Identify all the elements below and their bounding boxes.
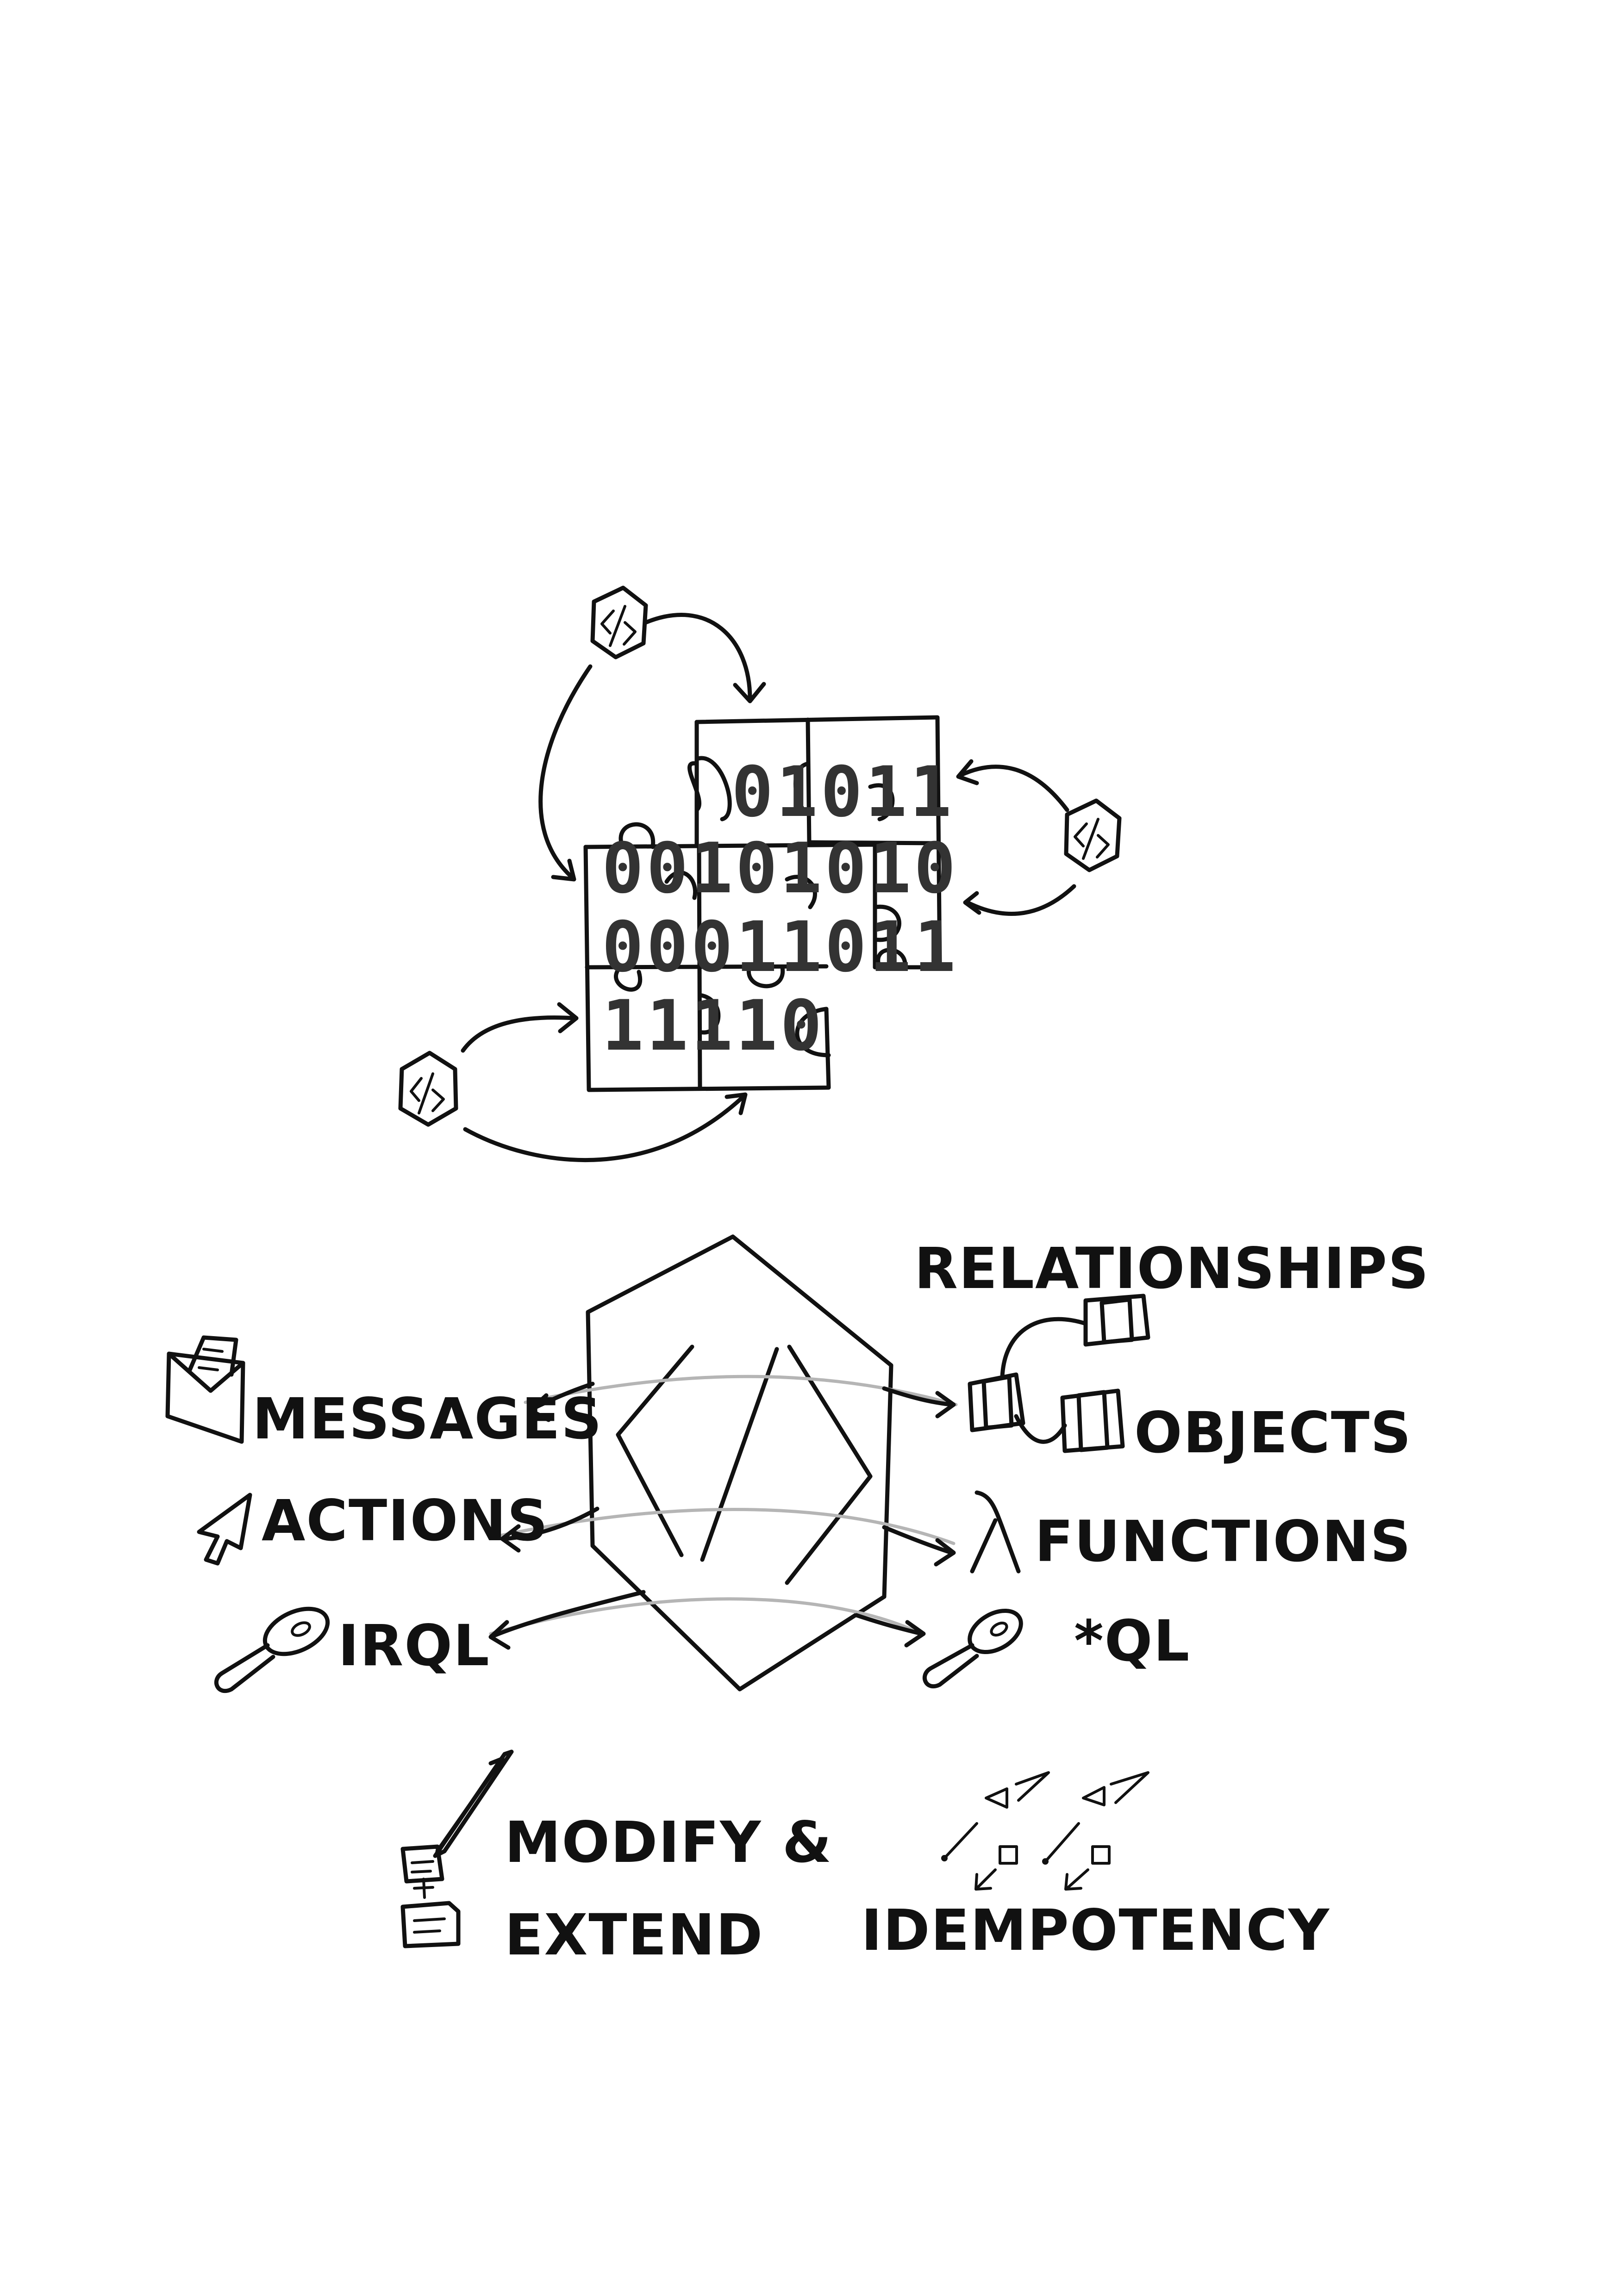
cube-icon [1060, 1388, 1125, 1453]
magnifier-icon [214, 1606, 330, 1693]
label-idempotency: IDEMPOTENCY [861, 1898, 1330, 1963]
label-objects: OBJECTS [1134, 1400, 1412, 1466]
center-arrows [488, 1381, 956, 1650]
cube-links [1000, 1317, 1088, 1444]
label-modify: MODIFY & [505, 1810, 833, 1875]
label-star-ql: *QL [1074, 1608, 1191, 1674]
label-irql: IRQL [338, 1613, 490, 1679]
code-hexagon-icon [1064, 798, 1122, 872]
flow-arrows-icon [941, 1771, 1149, 1891]
cube-icon [1083, 1294, 1150, 1347]
pen-icon [400, 1749, 514, 1948]
bit-row: 00011011 [602, 907, 959, 988]
magnifier-icon [922, 1608, 1023, 1689]
label-messages: MESSAGES [252, 1386, 603, 1452]
label-extend: EXTEND [505, 1902, 764, 1968]
bit-row: 11110 [602, 986, 825, 1066]
bit-row: 00101010 [602, 828, 959, 909]
puzzle-grid [583, 715, 942, 1092]
label-functions: FUNCTIONS [1035, 1509, 1412, 1574]
cursor-arrow-icon [197, 1493, 252, 1566]
lambda-icon [970, 1490, 1021, 1574]
puzzle-arrows [461, 613, 1076, 1163]
code-hexagon-icon [398, 1051, 458, 1127]
code-hexagon-icon [590, 585, 648, 660]
label-relationships: RELATIONSHIPS [914, 1236, 1430, 1301]
label-actions: ACTIONS [262, 1488, 549, 1554]
cube-icon [968, 1372, 1025, 1432]
envelope-icon [165, 1335, 245, 1444]
code-hexagon-icon [586, 1234, 893, 1692]
bit-row: 01011 [731, 752, 955, 833]
